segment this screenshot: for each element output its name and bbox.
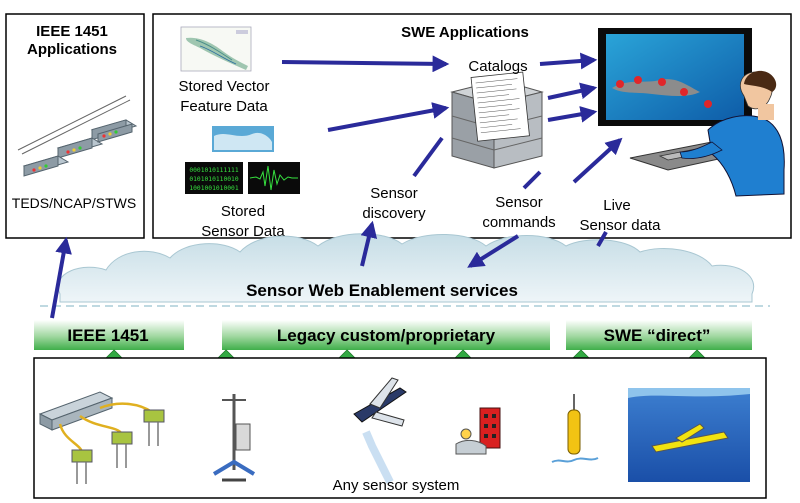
imagery-thumbnail [212,126,274,152]
waveform-panel [248,162,300,194]
protocol-bars: IEEE 1451 Legacy custom/proprietary SWE … [34,320,752,350]
swe-direct-bar-label: SWE “direct” [604,326,711,345]
analyst-person-icon [629,70,785,197]
ocean-buoy-icon [551,394,599,463]
monitor-display-icon [598,28,752,126]
arrow-live-data [572,137,623,184]
ieee-1451-bar [34,320,184,350]
commands-label-line2: commands [482,214,555,231]
ieee-app-title-line1: IEEE 1451 [36,23,108,40]
ieee-1451-bar-label: IEEE 1451 [67,326,148,345]
vector-label-line1: Stored Vector [179,78,270,95]
live-label-line1: Live [603,197,631,214]
commands-label-line1: Sensor [495,194,543,211]
live-label-line2: Sensor data [580,217,662,234]
underwater-glider-icon [628,388,750,482]
vector-label-line2: Feature Data [180,98,268,115]
building-sensor-icon [455,407,501,455]
catalogs-label: Catalogs [468,58,527,75]
uav-aircraft-icon [353,377,407,484]
swe-direct-bar [566,320,752,350]
binary-data-panel: 0001010111111 0101010110010 100100101000… [185,162,243,194]
arrow-catalogs-to-monitor-top [539,52,598,70]
ieee-sensor-probes-icon [38,391,165,484]
swe-applications-box: SWE Applications Stored Vector Feature D… [152,13,792,240]
legacy-bar-label: Legacy custom/proprietary [277,326,496,345]
svg-text:0001010111111: 0001010111111 [189,167,238,174]
arrow-catalogs-to-monitor-low [547,106,598,123]
arrow-discovery-upper [412,136,444,178]
any-sensor-caption: Any sensor system [333,477,460,494]
ieee-app-title-line2: Applications [27,41,117,58]
data-flow-arrows [50,52,623,319]
arrow-vector-to-catalogs [281,55,450,73]
ieee-app-caption: TEDS/NCAP/STWS [12,195,136,211]
sensor-systems-box: Any sensor system [33,357,767,499]
network-devices-icon [17,95,138,177]
arrow-live-lower [596,231,608,247]
svg-text:0101010110010: 0101010110010 [189,176,238,183]
arrow-data-to-catalogs [327,102,450,132]
swe-services-label: Sensor Web Enablement services [246,281,518,300]
arrow-commands [467,234,520,268]
arrow-discovery [360,220,378,267]
ieee-applications-box: IEEE 1451 Applications TEDS/NCAP/STWS [5,13,145,239]
arrow-catalogs-to-monitor-mid [547,82,598,100]
swe-services-cloud: Sensor Web Enablement services [40,233,770,307]
discovery-label-line2: discovery [362,205,426,222]
legacy-bar [222,320,550,350]
discovery-label-line1: Sensor [370,185,418,202]
weather-station-icon [212,394,256,482]
arrow-ieee-to-apps [50,236,72,319]
sensor-data-label-line1: Stored [221,203,265,220]
vector-map-thumbnail [180,26,252,72]
arrow-commands-upper [522,170,542,190]
sensor-data-label-line2: Sensor Data [201,223,285,240]
swe-app-title: SWE Applications [401,24,529,41]
catalog-server-icon [450,71,544,169]
svg-text:1001001010001: 1001001010001 [189,185,238,192]
